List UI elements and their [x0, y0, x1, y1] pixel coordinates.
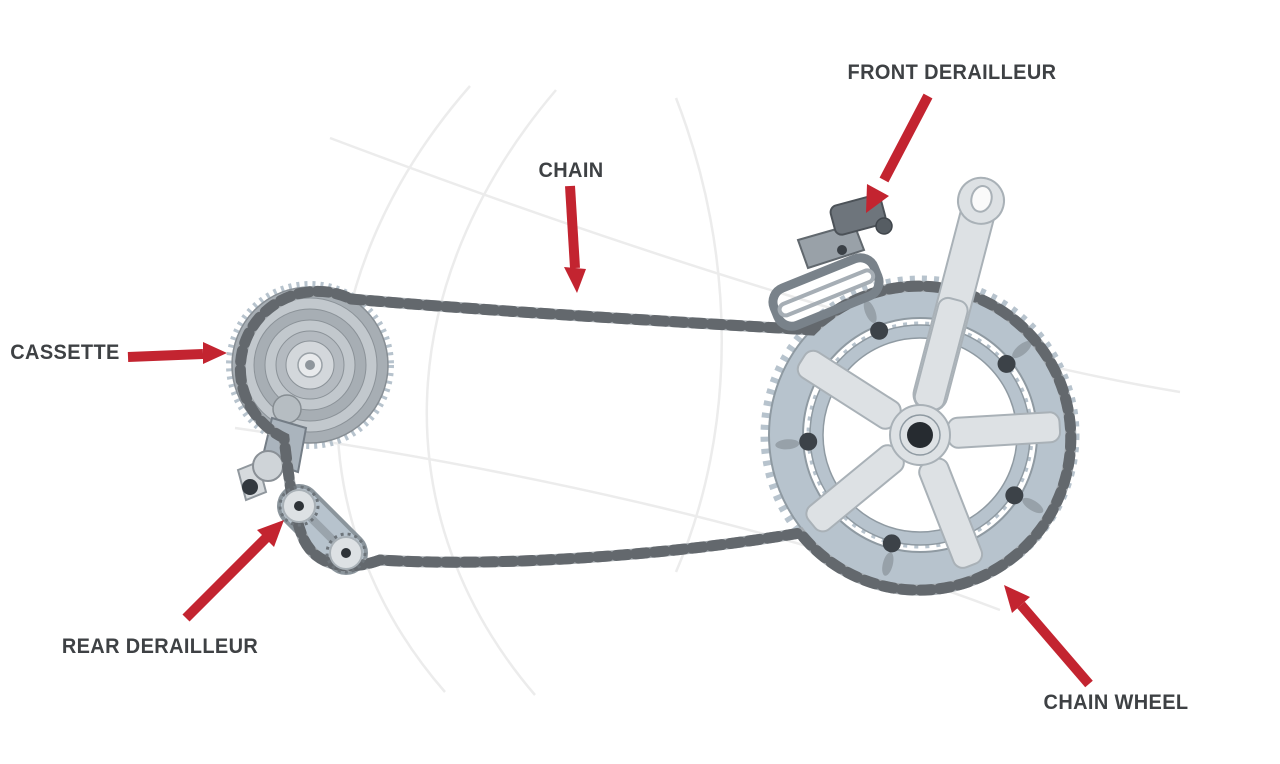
label-chain-wheel: CHAIN WHEEL	[1043, 691, 1189, 714]
label-cassette: CASSETTE	[10, 341, 120, 364]
spider-arms	[796, 296, 1062, 569]
chainring-slots	[775, 300, 1044, 576]
label-front-derailleur: FRONT DERAILLEUR	[847, 61, 1057, 84]
chainring-bolts	[799, 321, 1024, 553]
crank-illustration	[796, 176, 1062, 569]
cassette-arrow	[127, 342, 227, 364]
cassette-illustration	[226, 281, 394, 449]
front-derailleur-arrow	[866, 93, 933, 213]
chain-arrow	[564, 185, 586, 293]
rear-derailleur-arrow	[182, 520, 284, 622]
label-rear-derailleur: REAR DERAILLEUR	[61, 635, 259, 658]
chain-wheel-arrow	[1004, 585, 1093, 688]
jockey-pulleys	[278, 485, 367, 574]
label-chain: CHAIN	[538, 159, 604, 182]
